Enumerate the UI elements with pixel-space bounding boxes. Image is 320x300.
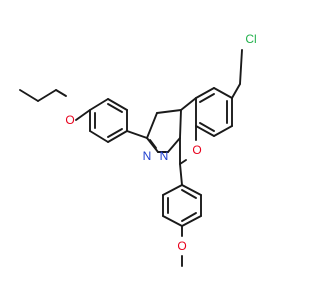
structure-canvas: Cl O O O N N xyxy=(19,32,257,267)
ring-nitrogen-label: N xyxy=(160,149,169,163)
ethoxy-oxygen-label: O xyxy=(65,113,74,127)
methoxy-oxygen-label: O xyxy=(177,239,186,253)
chlorine-label: Cl xyxy=(245,32,256,46)
atom-labels: Cl O O O N N xyxy=(65,32,256,253)
molecule-structure: Cl O O O N N xyxy=(19,32,257,267)
imine-nitrogen-label: N xyxy=(143,149,152,163)
bond-lines xyxy=(19,49,243,267)
ring-oxygen-label: O xyxy=(192,143,201,157)
